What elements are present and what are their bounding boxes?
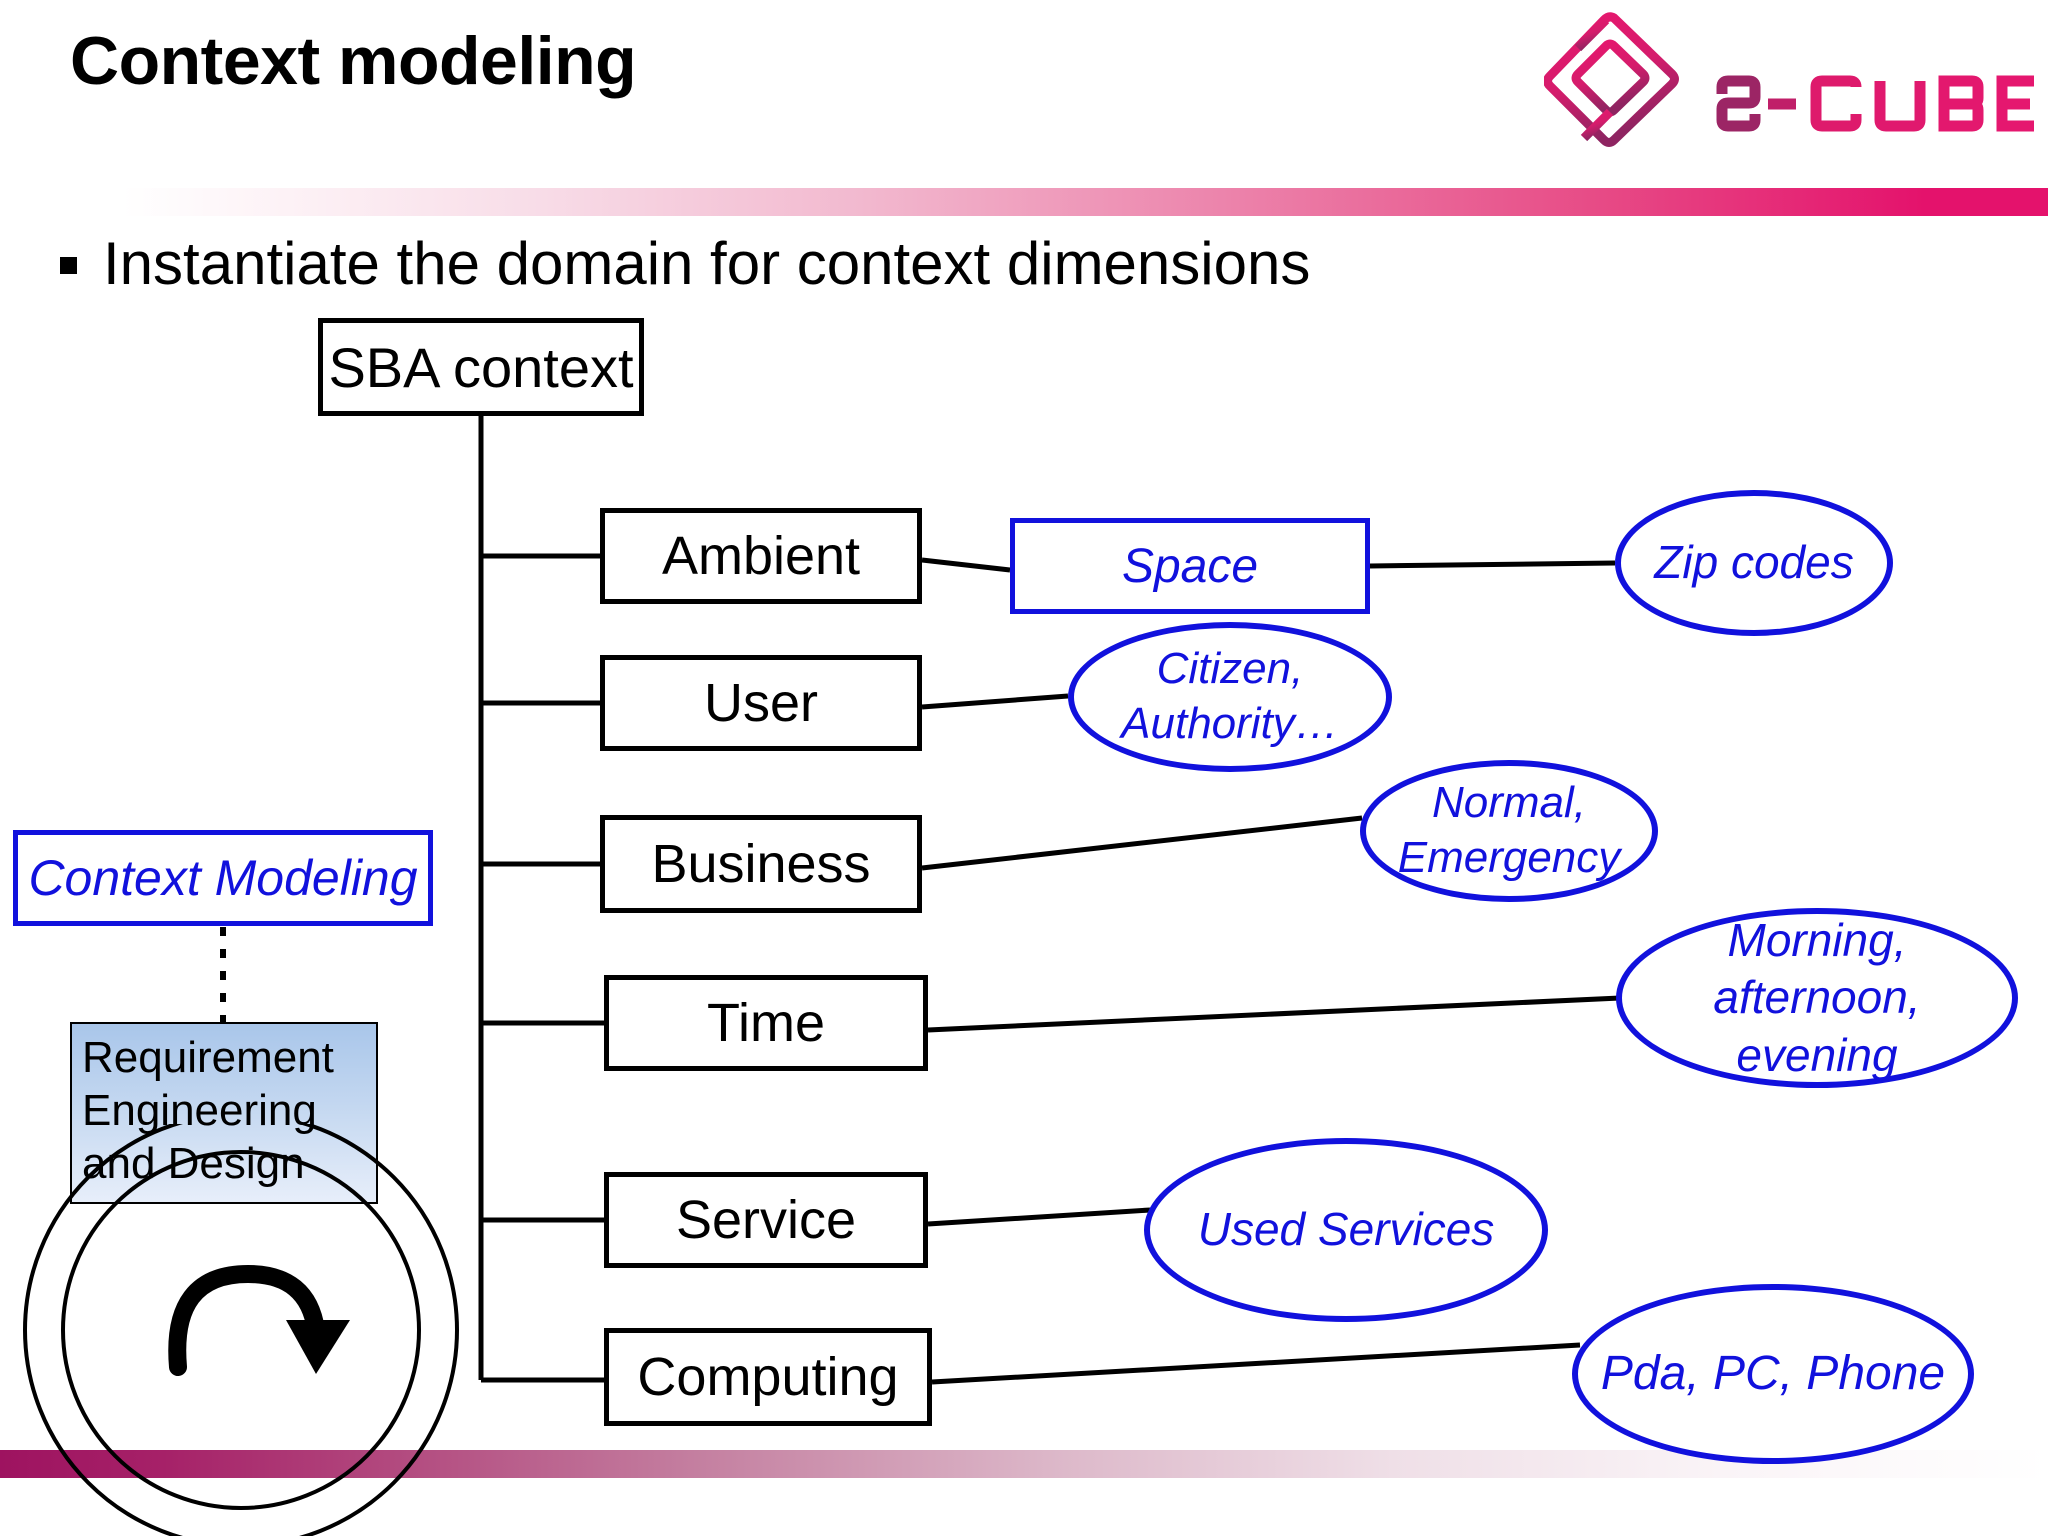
square-bullet-icon [60, 257, 77, 274]
link-user-citizen [921, 693, 1069, 710]
node-context-modeling[interactable]: Context Modeling [13, 830, 433, 926]
node-service[interactable]: Service [604, 1172, 928, 1268]
link-service-used [927, 1207, 1151, 1227]
link-time-morning [927, 995, 1621, 1033]
node-space[interactable]: Space [1010, 518, 1370, 614]
s-cube-diamond-icon [1544, 12, 1679, 147]
s-cube-wordmark [1716, 75, 2034, 132]
link-business-normal [921, 815, 1363, 871]
circular-arrow-icon [23, 1124, 459, 1536]
node-user[interactable]: User [600, 655, 922, 751]
node-citizen-authority[interactable]: Citizen, Authority… [1068, 622, 1392, 772]
link-computing-pda [931, 1342, 1581, 1385]
node-normal-emergency[interactable]: Normal, Emergency [1360, 760, 1658, 902]
node-time[interactable]: Time [604, 975, 928, 1071]
node-morning-afternoon-evening[interactable]: Morning, afternoon, evening [1616, 908, 2018, 1088]
node-business[interactable]: Business [600, 815, 922, 913]
link-space-zip [1369, 560, 1616, 569]
page-title: Context modeling [70, 23, 637, 99]
bullet-text: Instantiate the domain for context dimen… [103, 230, 1311, 297]
header-divider [0, 188, 2048, 216]
lifecycle-cycle-badge [20, 1124, 462, 1536]
node-zip-codes[interactable]: Zip codes [1615, 490, 1893, 636]
node-ambient[interactable]: Ambient [600, 508, 922, 604]
node-pda-pc-phone[interactable]: Pda, PC, Phone [1572, 1284, 1974, 1464]
bullet-row: Instantiate the domain for context dimen… [60, 232, 1310, 295]
node-computing[interactable]: Computing [604, 1328, 932, 1426]
s-cube-logo-svg: S-CUBE [1544, 12, 2034, 147]
s-cube-logo: S-CUBE [1544, 8, 2034, 148]
node-used-services[interactable]: Used Services [1144, 1138, 1548, 1322]
node-sba-context[interactable]: SBA context [318, 318, 644, 416]
link-ambient-space [921, 557, 1011, 573]
